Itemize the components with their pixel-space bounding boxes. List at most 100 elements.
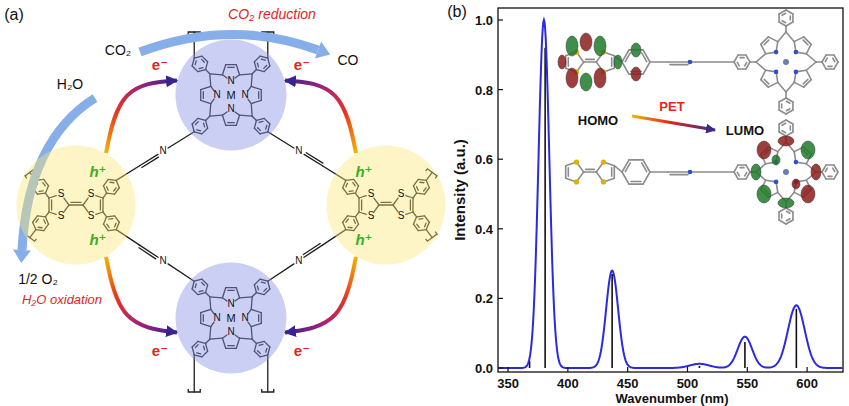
tick-label: 400 [557,377,579,390]
atom-label: N [295,256,302,266]
sulfur-atom [574,160,579,165]
bond-line [761,44,766,53]
plot-frame [498,8,843,372]
bond-line [782,131,785,133]
bond-line [806,44,811,53]
bond-line [304,154,322,165]
bond-line [826,178,834,180]
bond-line [642,53,647,62]
atom-label: N [227,299,234,309]
node-outline [16,145,136,265]
bond-line [826,54,834,56]
plot-area [498,20,842,368]
tick-label: 350 [497,377,519,390]
bond-line [825,58,827,61]
bond-line [794,82,803,87]
bond-line [761,70,766,79]
bond-line [778,124,780,132]
ttf-unit: SSSSh⁺h⁺ [16,145,136,265]
hole-label: h⁺ [89,164,106,179]
tick-label: 1.0 [475,14,493,27]
orbital-lobe [801,185,815,203]
bond-line [142,157,159,167]
bond-line [822,62,826,69]
atom-label: N [227,76,234,86]
electron-label: e⁻ [152,57,168,72]
bond-line [168,132,194,148]
nitrogen-atom [794,160,799,165]
atom-label: N [295,146,302,156]
nitrogen-atom [688,60,693,65]
bond-line [614,166,622,172]
tick-mark [567,367,568,372]
bond-line [786,82,794,92]
bond-line [746,55,750,62]
bond-line [740,167,744,169]
bond-line [738,68,746,70]
orbital-inset [558,10,838,224]
tick-label: 450 [617,377,639,390]
bond-line [786,109,789,111]
atom-label: N [227,104,234,114]
bond-line [790,16,792,20]
flow-arrowhead [13,250,31,263]
bond-line [734,165,738,172]
atom-label: S [88,189,95,199]
process-label: CO₂ reduction [228,7,316,21]
ttf-unit: SSSSh⁺h⁺ [326,145,446,265]
bond-line [586,59,595,61]
bond-line [768,82,777,87]
bond-line [642,163,647,172]
bond-line [690,61,734,63]
bond-line [737,62,739,65]
bond-line [785,26,787,32]
bond-line [790,126,792,130]
sulfur-atom [601,179,606,184]
tick-mark [687,367,688,372]
bond-line [778,32,786,42]
bond-line [745,62,747,65]
tick-mark [498,159,503,160]
bond-line [806,62,816,70]
tick-mark [627,367,628,372]
bond-line [804,80,811,87]
bond-line [631,181,641,183]
bond-line [786,211,789,213]
tick-mark [747,367,748,372]
bond-line [804,37,811,44]
bond-line [613,166,615,179]
bond-line [786,22,793,26]
sulfur-atom [574,179,579,184]
bond-line [738,54,746,56]
bond-line [304,245,322,257]
atom-label: S [58,189,65,199]
orbital-lobe [580,33,592,51]
nitrogen-atom [774,70,779,75]
electron-label: e⁻ [152,343,168,358]
electron-label: e⁻ [294,57,310,72]
bond-line [782,21,785,23]
electron-transfer-arrow [285,257,356,333]
atom-label: N [213,90,220,100]
nitrogen-atom [794,50,799,55]
transition-bar [699,366,701,368]
tick-label: 500 [677,377,699,390]
orbital-lobe [801,141,815,159]
node-outline [326,145,446,265]
tick-label: 0.0 [475,362,493,375]
electron-transfer-arrow [106,81,177,154]
bond-line [778,212,780,220]
bond-line [786,132,793,136]
tick-label: 600 [796,377,818,390]
bond-line [584,61,597,63]
bond-line [778,102,780,110]
cof-structure [13,32,437,392]
axis-title: Wavenumber (nm) [616,392,729,405]
bond-line [737,172,739,175]
orbital-label: LUMO [726,124,764,137]
orbital-lobe [558,55,566,69]
bond-line [643,62,650,74]
orbital-lobe [614,55,622,69]
bond-line [834,62,838,69]
